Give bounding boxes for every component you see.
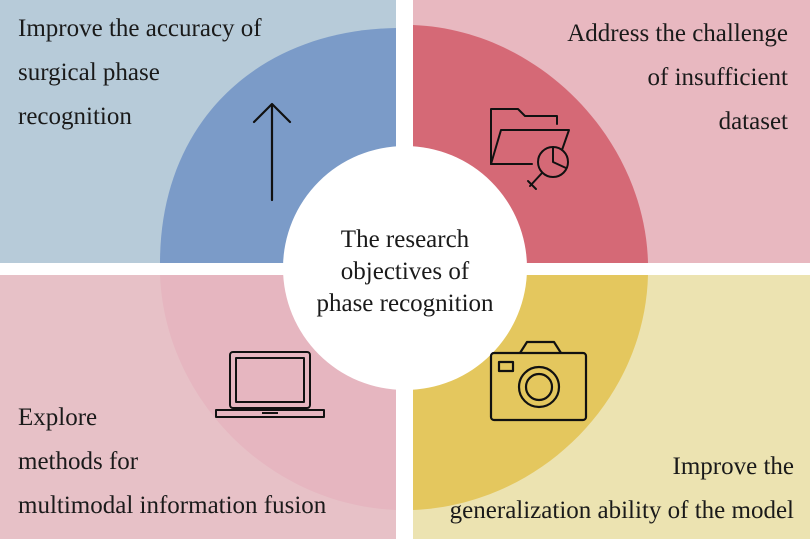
camera-icon bbox=[489, 340, 588, 422]
center-title-line-1: The research bbox=[340, 226, 470, 253]
objective-accuracy-line-2: surgical phase bbox=[18, 59, 160, 86]
objective-generalization-line-1: Improve the bbox=[672, 453, 794, 480]
objective-multimodal-line-2: methods for bbox=[18, 448, 139, 475]
objective-multimodal-line-3: multimodal information fusion bbox=[18, 492, 327, 519]
objective-dataset-line-2: of insufficient bbox=[647, 64, 788, 91]
objective-dataset-line-1: Address the challenge bbox=[567, 20, 788, 47]
objective-accuracy-line-1: Improve the accuracy of bbox=[18, 15, 262, 42]
objective-generalization-line-2: generalization ability of the model bbox=[449, 497, 794, 524]
arrow-up-icon bbox=[252, 102, 292, 202]
center-circle bbox=[283, 146, 527, 390]
objective-accuracy-line-3: recognition bbox=[18, 103, 132, 130]
objective-dataset-line-3: dataset bbox=[718, 108, 788, 135]
center-title-line-3: phase recognition bbox=[316, 290, 494, 317]
objective-generalization-label: Improve the generalization ability of th… bbox=[450, 445, 794, 533]
objective-multimodal-line-1: Explore bbox=[18, 404, 98, 431]
center-title: The research objectives of phase recogni… bbox=[285, 224, 525, 320]
objective-multimodal-label: Explore methods for multimodal informati… bbox=[18, 396, 326, 528]
center-title-line-2: objectives of bbox=[340, 258, 470, 285]
objective-accuracy-label: Improve the accuracy of surgical phase r… bbox=[18, 7, 262, 139]
laptop-icon bbox=[215, 351, 325, 418]
objective-dataset-label: Address the challenge of insufficient da… bbox=[567, 12, 788, 144]
folder-search-icon bbox=[490, 108, 570, 190]
